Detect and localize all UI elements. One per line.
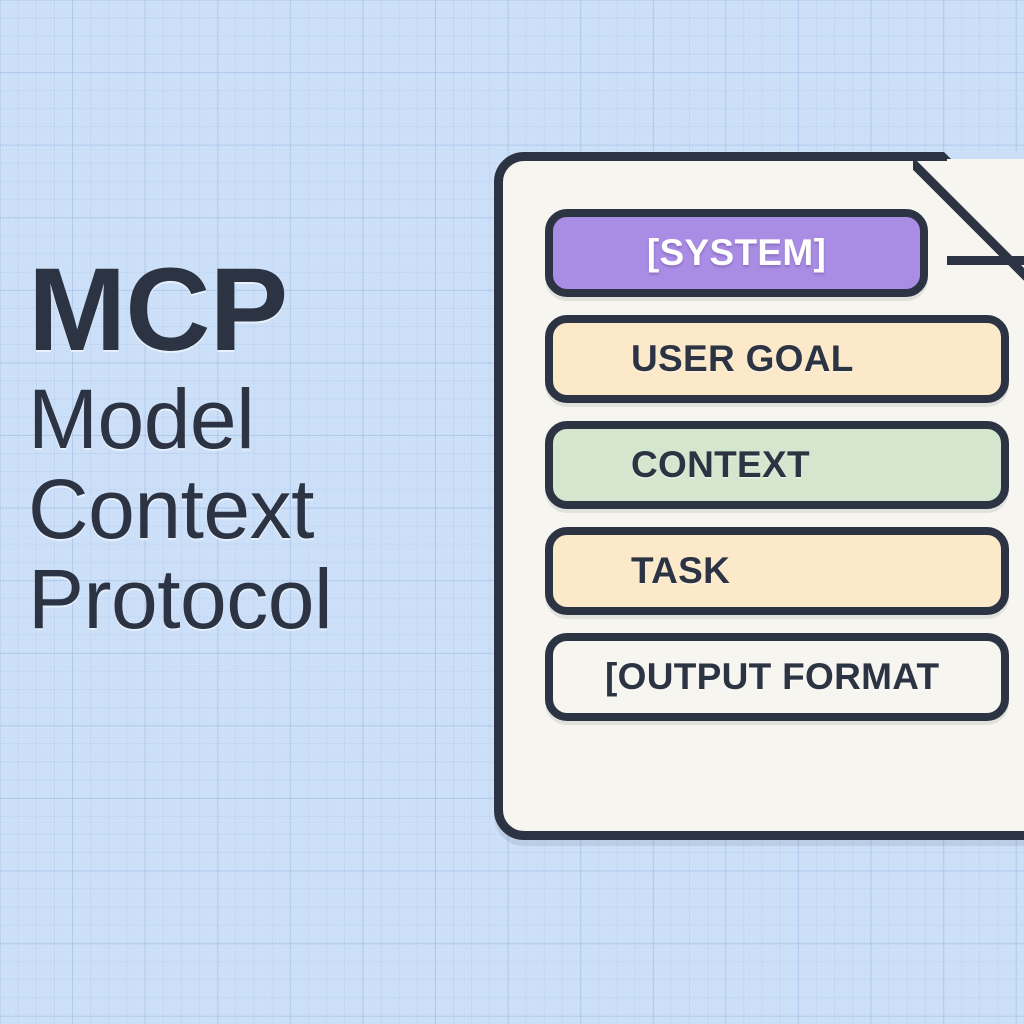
prompt-section-task[interactable]: TASK (545, 527, 1009, 615)
prompt-section-user-goal[interactable]: USER GOAL (545, 315, 1009, 403)
prompt-section-label: [SYSTEM] (646, 232, 827, 273)
prompt-sections-list: [SYSTEM] USER GOAL CONTEXT TASK [OUTPUT … (545, 209, 1015, 721)
wordmark: MCP Model Context Protocol (26, 244, 456, 646)
prompt-section-output-format[interactable]: [OUTPUT FORMAT (545, 633, 1009, 721)
prompt-section-system[interactable]: [SYSTEM] (545, 209, 928, 297)
prompt-section-label: USER GOAL (631, 338, 854, 379)
prompt-document-card: [SYSTEM] USER GOAL CONTEXT TASK [OUTPUT … (494, 152, 1024, 840)
expansion-line-model: Model (28, 371, 255, 466)
expansion-line-protocol: Protocol (28, 551, 333, 646)
expansion-line-context: Context (28, 461, 315, 556)
prompt-section-label: [OUTPUT FORMAT (605, 656, 940, 697)
prompt-section-label: TASK (631, 550, 731, 591)
folded-corner-flap (947, 159, 1024, 265)
prompt-section-label: CONTEXT (631, 444, 810, 485)
prompt-section-context[interactable]: CONTEXT (545, 421, 1009, 509)
acronym-title: MCP (28, 244, 288, 376)
